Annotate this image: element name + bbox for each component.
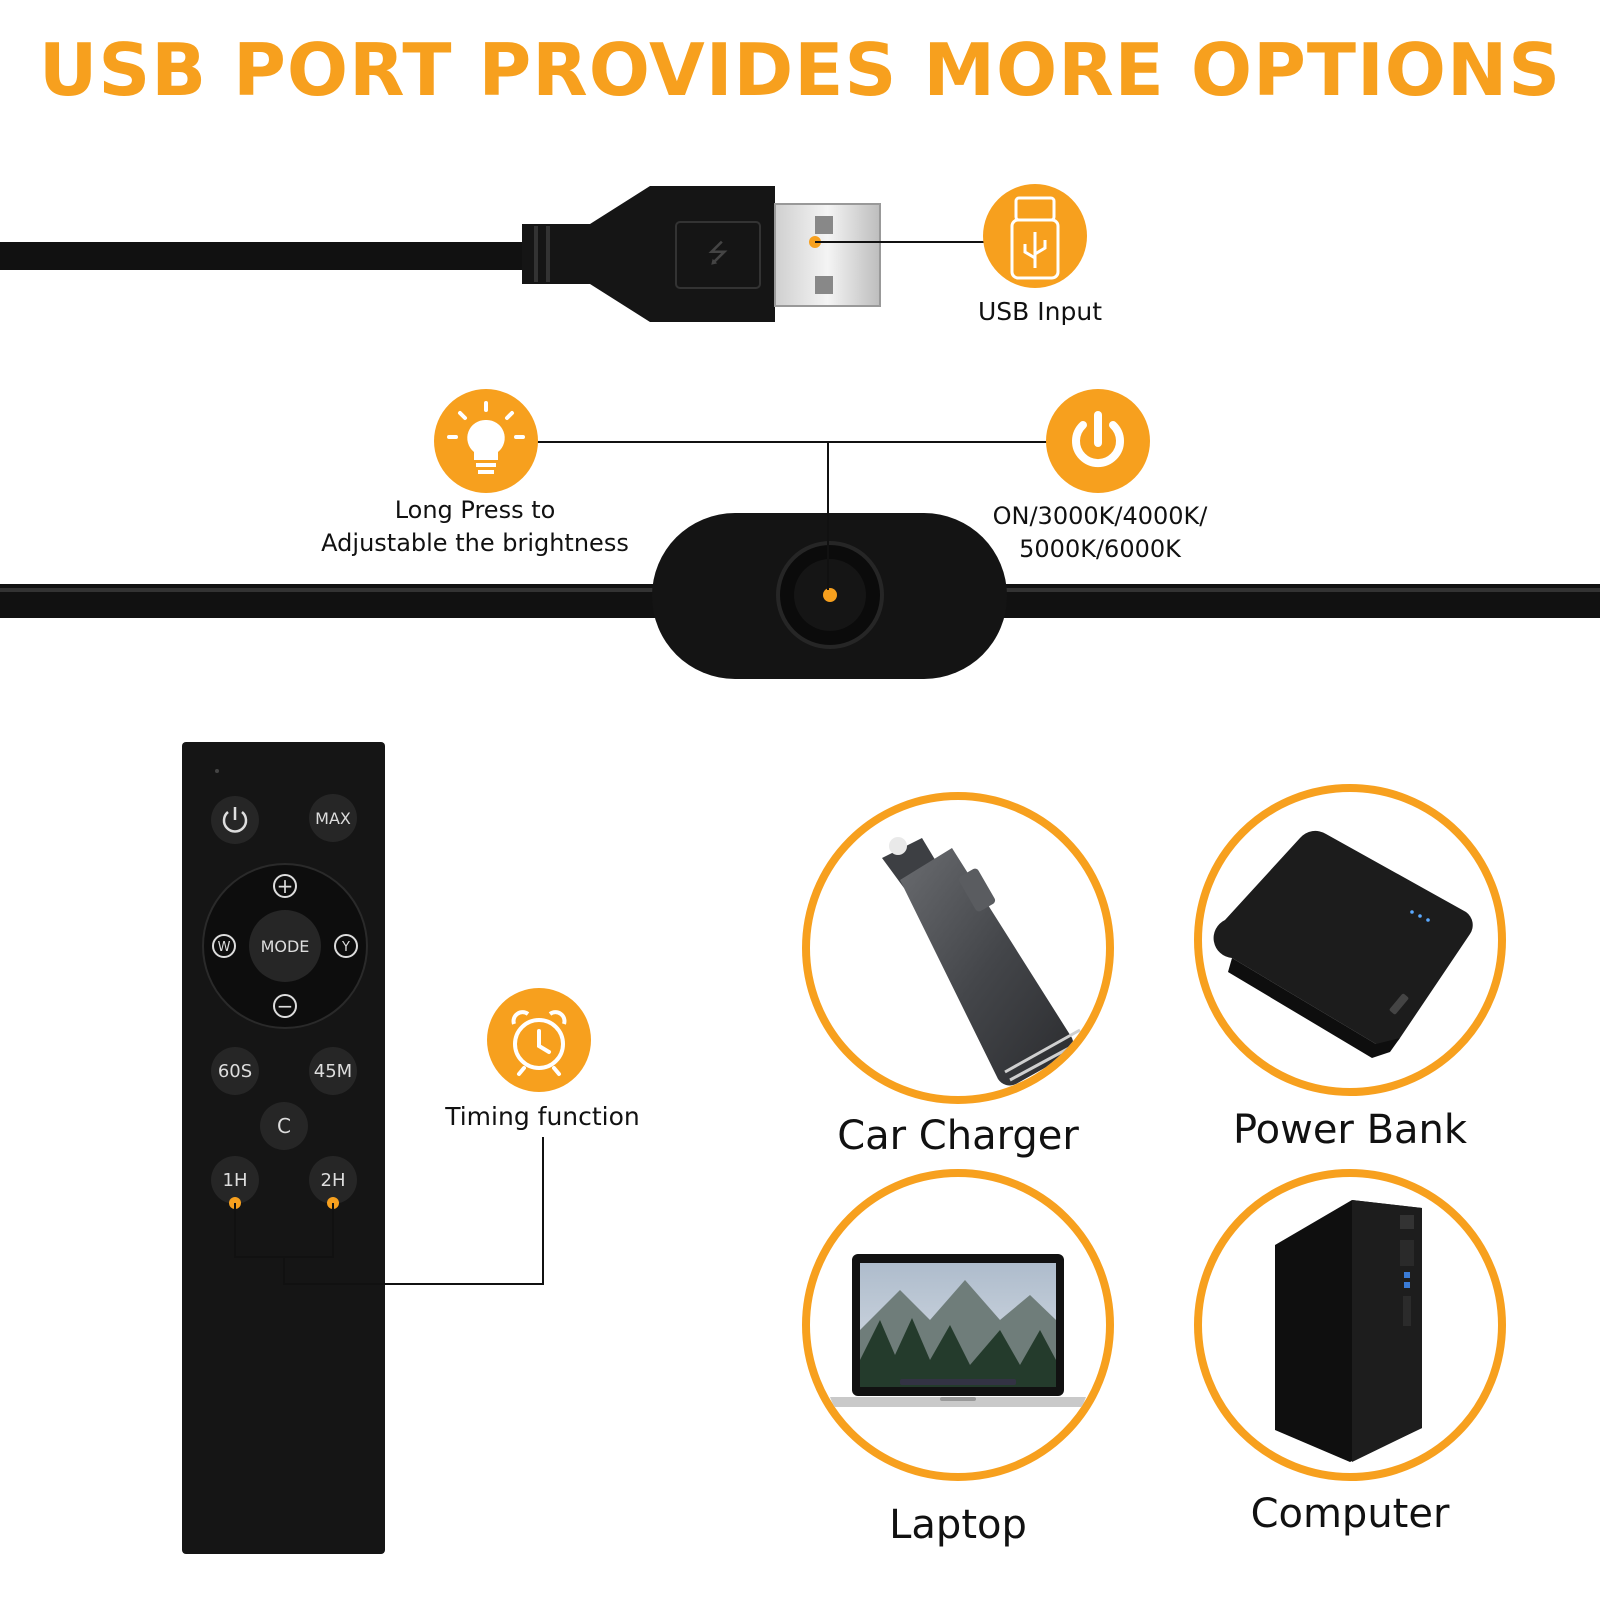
device-label-power-bank: Power Bank [1232,1107,1468,1153]
power-bank-icon [1194,784,1506,1096]
usb-input-label: USB Input [978,297,1102,326]
switch-cable [0,513,1600,679]
timing-function-label: Timing function [445,1102,640,1131]
remote-minus-button[interactable]: − [273,994,297,1018]
device-label-car-charger: Car Charger [837,1113,1079,1159]
brightness-label: Long Press to Adjustable the brightness [290,494,660,560]
remote-60s-label: 60S [218,1061,252,1082]
remote-w-button[interactable]: W [212,934,236,958]
remote-45m-button[interactable]: 45M [309,1047,357,1095]
lightbulb-icon [434,389,538,493]
computer-tower-icon [1194,1169,1506,1481]
remote-y-label: Y [341,940,350,955]
device-label-computer: Computer [1250,1491,1450,1537]
power-icon [1046,389,1150,493]
laptop-icon [802,1169,1114,1481]
remote-c-label: C [277,1114,291,1138]
brightness-label-line1: Long Press to [394,496,556,524]
remote-c-button[interactable]: C [260,1102,308,1150]
remote-max-button[interactable]: MAX [309,794,357,842]
remote-2h-label: 2H [321,1170,346,1191]
remote-1h-button[interactable]: 1H [211,1156,259,1204]
remote-w-label: W [218,940,231,955]
alarm-clock-icon [487,988,591,1092]
color-temp-label-line1: ON/3000K/4000K/ [992,502,1208,530]
page-title: USB PORT PROVIDES MORE OPTIONS [38,28,1562,112]
usb-cable: ⭍ [0,186,881,322]
remote-plus-label: + [277,874,294,898]
remote-45m-label: 45M [314,1061,352,1082]
remote-mode-button[interactable]: MODE [249,910,321,982]
usb-icon [983,184,1087,288]
car-charger-icon [802,792,1114,1104]
usb-embossed-icon: ⭍ [707,239,729,269]
remote-2h-button[interactable]: 2H [309,1156,357,1204]
remote-minus-label: − [277,994,294,1018]
remote-y-button[interactable]: Y [334,934,358,958]
remote-1h-label: 1H [223,1170,248,1191]
remote-mode-label: MODE [261,937,310,956]
brightness-label-line2: Adjustable the brightness [321,529,629,557]
color-temp-label: ON/3000K/4000K/ 5000K/6000K [965,500,1235,566]
remote-plus-button[interactable]: + [273,874,297,898]
remote-60s-button[interactable]: 60S [211,1047,259,1095]
remote-power-button[interactable] [211,796,259,844]
color-temp-label-line2: 5000K/6000K [1019,535,1181,563]
timing-connector [229,1137,544,1285]
remote-max-label: MAX [315,809,351,828]
device-label-laptop: Laptop [889,1502,1027,1548]
